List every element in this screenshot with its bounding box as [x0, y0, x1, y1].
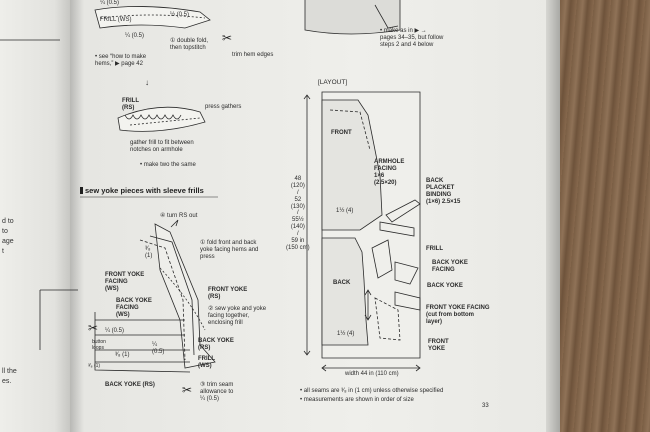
- wooden-table: [560, 0, 650, 432]
- sew-yoke-facing-step: ② sew yoke and yoke facing together, enc…: [208, 306, 267, 326]
- left-text-3: age: [2, 238, 14, 245]
- dim-three-eighths-c: ³⁄₈ (1): [88, 363, 101, 369]
- scissors-icon-bottom: ✂: [182, 383, 193, 397]
- width-dimension: width 44 in (110 cm): [345, 371, 399, 377]
- front-yoke-facing-piece: FRONT YOKE FACING (cut from bottom layer…: [426, 305, 490, 325]
- dim-quarter-b: ¼ (0.5): [152, 342, 165, 355]
- page-number: 33: [482, 403, 489, 409]
- left-text-1: d to: [2, 218, 14, 225]
- scissors-icon: ✂: [222, 31, 233, 45]
- height-dimension: 48 (120) / 52 (130) / 55½ (140) / 59 in …: [286, 176, 310, 251]
- frill-piece: FRILL: [426, 246, 443, 252]
- trim-hem-edges: trim hem edges: [232, 52, 274, 58]
- left-text-4: t: [2, 248, 4, 255]
- see-how-to-make-hems: • see “how to make hems,” ▶ page 42: [95, 54, 147, 67]
- dim-three-eighths-b: ³⁄₈ (1): [115, 352, 130, 358]
- make-two-note: • make two the same: [140, 162, 196, 168]
- press-gathers: press gathers: [205, 104, 242, 110]
- frill-ws-label: FRILL (WS): [100, 17, 132, 23]
- measurements-note: • measurements are shown in order of siz…: [300, 397, 414, 403]
- right-page: [70, 0, 550, 432]
- back-placket-binding: BACK PLACKET BINDING (1×6) 2.5×15: [426, 178, 461, 205]
- make-as-in-note: • make as in ▶ → pages 34–35, but follow…: [380, 28, 444, 48]
- left-text-6: es.: [2, 378, 12, 385]
- armhole-facing: ARMHOLE FACING 1×6 (2.5×20): [374, 159, 405, 186]
- back-piece: BACK: [333, 280, 351, 286]
- back-yoke-facing-piece: BACK YOKE FACING: [432, 260, 468, 273]
- frill-rs-label: FRILL (RS): [122, 98, 139, 111]
- front-yoke-facing-ws: FRONT YOKE FACING (WS): [105, 272, 145, 292]
- back-yoke-rs: BACK YOKE (RS): [198, 338, 234, 351]
- seams-note: • all seams are ³⁄₈ in (1 cm) unless oth…: [300, 388, 444, 394]
- dim-top-a: ¼ (0.5): [100, 0, 120, 6]
- seam-1-5-bottom: 1½ (4): [337, 331, 355, 337]
- back-yoke-facing-ws: BACK YOKE FACING (WS): [116, 298, 152, 318]
- button-loops: button loops: [92, 339, 106, 351]
- scissors-icon-left: ✂: [88, 321, 99, 335]
- front-piece: FRONT: [331, 130, 352, 136]
- back-yoke-rs-bottom: BACK YOKE (RS): [105, 382, 155, 388]
- left-text-2: to: [2, 228, 8, 235]
- left-text-5: ll the: [2, 368, 17, 375]
- step-double-fold: ① double fold, then topstitch: [170, 38, 209, 51]
- seam-1-5-top: 1½ (4): [336, 208, 354, 214]
- left-page: d to to age t ll the es.: [0, 0, 78, 432]
- down-arrow: ↓: [145, 78, 149, 87]
- dim-top-c: ¼ (0.5): [125, 33, 145, 39]
- frill-ws-yoke: FRILL (WS): [198, 356, 215, 369]
- dim-top-b: ½ (0.5): [170, 12, 190, 18]
- gather-frill-note: gather frill to fit between notches on a…: [130, 140, 194, 153]
- dim-three-eighths: ³⁄₈ (1): [145, 246, 153, 259]
- front-yoke-piece: FRONT YOKE: [428, 339, 449, 352]
- section-heading: sew yoke pieces with sleeve frills: [80, 186, 204, 195]
- trim-seam-step: ③ trim seam allowance to ¼ (0.5): [200, 382, 234, 402]
- turn-rs-out: ④ turn RS out: [160, 213, 198, 219]
- fold-front-back: ① fold front and back yoke facing hems a…: [200, 240, 259, 260]
- back-yoke-piece: BACK YOKE: [427, 283, 463, 289]
- dim-quarter-a: ¼ (0.5): [105, 328, 125, 334]
- layout-title: [LAYOUT]: [318, 79, 348, 86]
- page-stack-edge: [546, 0, 560, 432]
- front-yoke-rs: FRONT YOKE (RS): [208, 287, 248, 300]
